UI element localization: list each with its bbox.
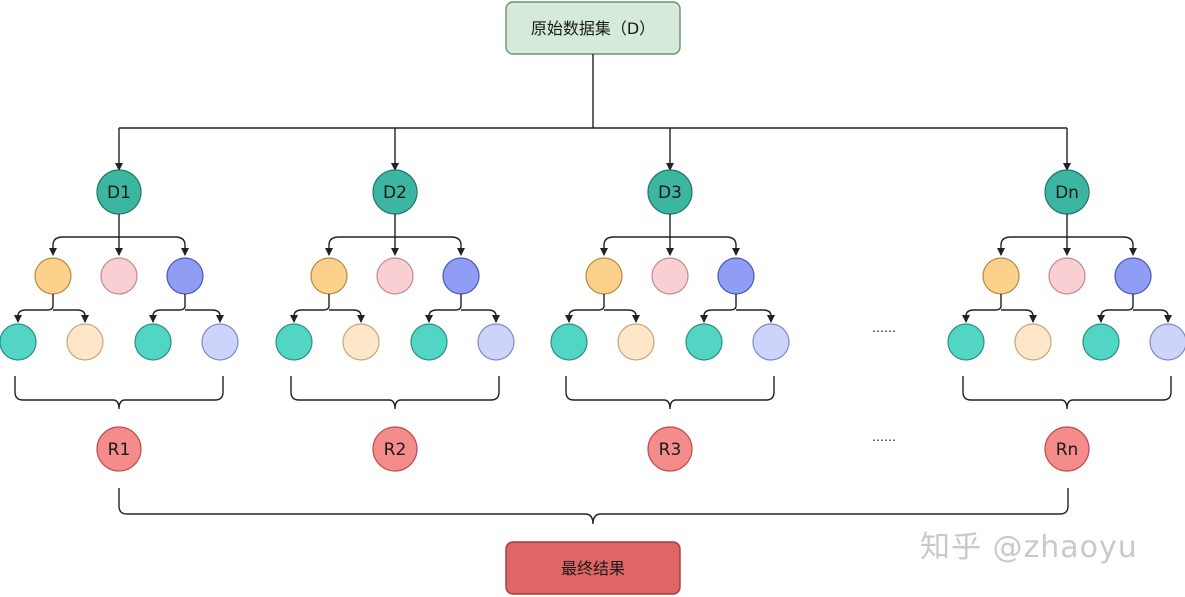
ellipsis-results: …… [872,430,896,444]
result-label: R3 [659,440,682,460]
blue-to-right-arrow [185,309,224,323]
tree-brace [565,376,775,410]
orange-to-right-arrow [1001,309,1037,323]
orange-to-left-arrow [290,294,330,323]
blue-to-left-arrow [700,294,737,323]
result-node [96,426,142,472]
blue-to-right-arrow [1133,309,1172,323]
orange-to-left-arrow [14,294,54,323]
root-connector [119,54,1067,129]
leaf-node-cream [342,323,380,361]
subset-to-left-arrow [997,236,1067,256]
leaf-node-lavender [477,323,515,361]
leaf-node-teal [134,323,172,361]
split-node-orange [310,257,348,295]
leaf-node-teal [410,323,448,361]
orange-to-right-arrow [604,309,640,323]
leaf-node-pink [651,257,689,295]
subset-label: D2 [383,183,407,203]
leaf-node-cream [66,323,104,361]
leaf-node-pink [100,257,138,295]
tree-brace [14,376,224,410]
tree-brace [962,376,1172,410]
root-dataset-node: 原始数据集（D） [505,1,681,55]
result-node [1044,426,1090,472]
leaf-node-teal [0,323,37,361]
blue-to-right-arrow [461,309,500,323]
result-label: R1 [108,440,131,460]
orange-to-right-arrow [329,309,365,323]
leaf-node-teal [275,323,313,361]
subset-label: Dn [1055,183,1079,203]
leaf-node-teal [550,323,588,361]
result-label: R2 [384,440,407,460]
orange-to-left-arrow [962,294,1002,323]
final-result-label: 最终结果 [561,559,625,578]
leaf-node-teal [685,323,723,361]
leaf-node-pink [1048,257,1086,295]
subset-to-right-arrow [119,236,189,256]
leaf-node-teal [1082,323,1120,361]
blue-to-right-arrow [736,309,775,323]
blue-to-left-arrow [1097,294,1134,323]
watermark: 知乎 @zhaoyu [920,530,1138,565]
subset-label: D3 [658,183,682,203]
ellipsis-trees: …… [872,321,896,335]
leaf-node-lavender [1149,323,1185,361]
result-label: Rn [1056,440,1079,460]
result-node [647,426,693,472]
split-node-orange [585,257,623,295]
leaf-node-cream [1014,323,1052,361]
leaf-node-lavender [201,323,239,361]
tree-brace [290,376,500,410]
split-node-blue [1114,257,1152,295]
leaf-node-lavender [752,323,790,361]
leaf-node-teal [947,323,985,361]
split-node-blue [717,257,755,295]
subset-to-right-arrow [395,236,465,256]
leaf-node-pink [376,257,414,295]
final-brace [118,488,1069,525]
split-node-orange [982,257,1020,295]
split-node-blue [166,257,204,295]
split-node-orange [34,257,72,295]
blue-to-left-arrow [425,294,462,323]
subset-to-left-arrow [49,236,119,256]
final-result-node: 最终结果 [505,541,681,595]
orange-to-right-arrow [53,309,89,323]
orange-to-left-arrow [565,294,605,323]
subset-to-right-arrow [670,236,740,256]
subset-to-left-arrow [600,236,670,256]
leaf-node-cream [617,323,655,361]
blue-to-left-arrow [149,294,186,323]
split-node-blue [442,257,480,295]
result-node [372,426,418,472]
subset-to-left-arrow [325,236,395,256]
subset-label: D1 [107,183,131,203]
subset-to-right-arrow [1067,236,1137,256]
root-dataset-label: 原始数据集（D） [531,19,655,38]
